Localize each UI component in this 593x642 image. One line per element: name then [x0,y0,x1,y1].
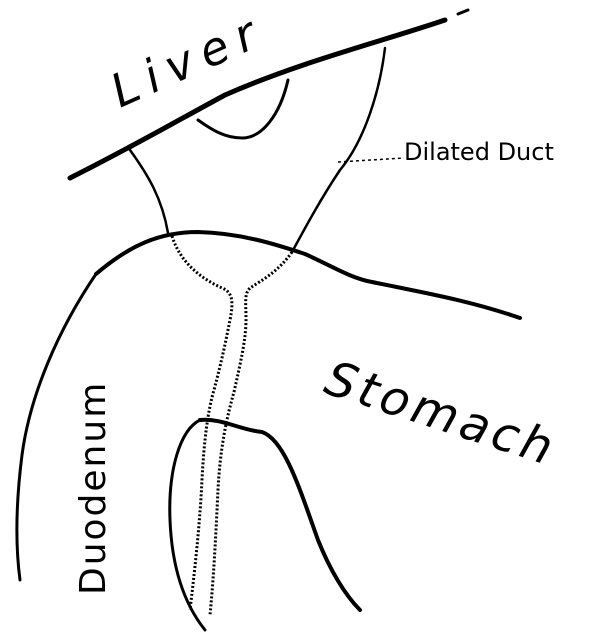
bile-duct-right-wall [210,252,292,615]
label-stomach: Stomach [318,350,563,477]
dilated-duct-right-wall [292,48,385,252]
label-duodenum: Duodenum [73,381,114,595]
label-liver: Liver [103,2,274,118]
dilated-duct-left-wall [130,150,168,233]
label-dilated-duct: Dilated Duct [404,138,554,166]
stomach-upper-outline [96,232,520,318]
stomach-lower-curve [200,420,360,610]
liver-edge-tail [458,10,468,14]
duodenum-inner-curve [170,420,205,630]
